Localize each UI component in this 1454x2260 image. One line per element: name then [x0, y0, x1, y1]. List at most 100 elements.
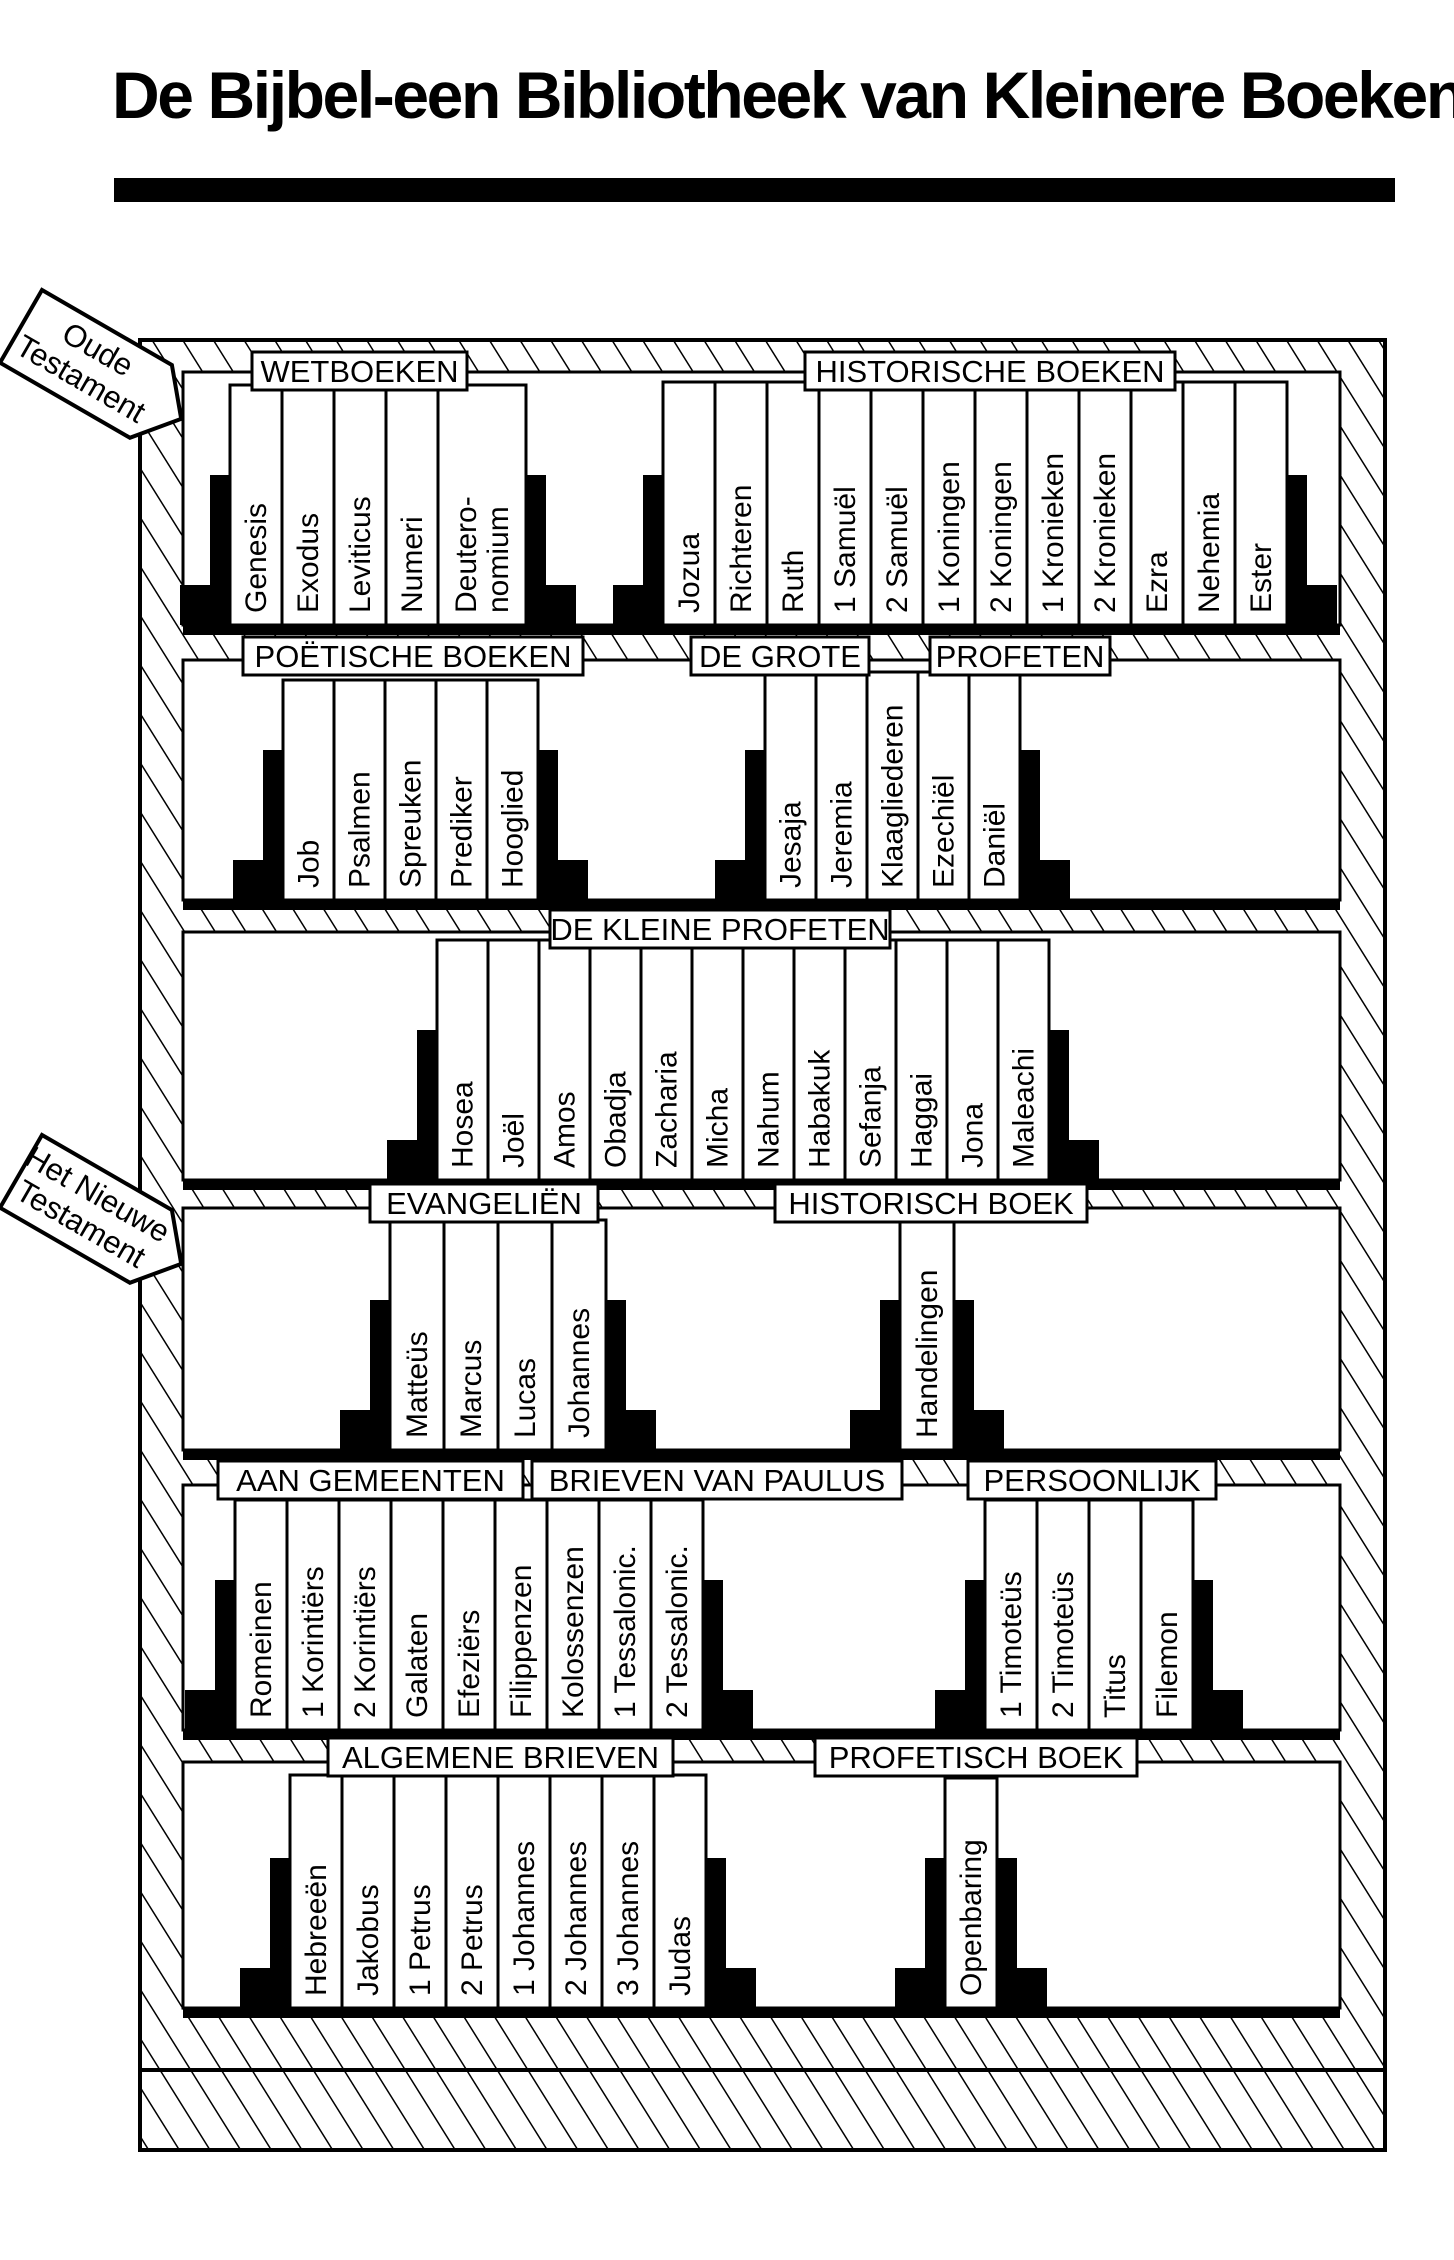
book-lucas: Lucas: [496, 1218, 554, 1452]
book-hebreeen: Hebreeën: [288, 1773, 344, 2010]
book-title: Haggai: [906, 1073, 939, 1168]
category-label: ALGEMENE BRIEVEN: [342, 1740, 659, 1775]
bookend: [706, 1858, 756, 2008]
category-label: POËTISCHE BOEKEN: [255, 639, 572, 674]
book-title: Jesaja: [775, 801, 808, 888]
book-title: 2 Koningen: [985, 461, 1018, 613]
category-de-kleine-profeten: DE KLEINE PROFETEN: [548, 908, 892, 950]
book-title: Prediker: [446, 776, 479, 888]
book-title: Jakobus: [352, 1884, 385, 1996]
book-1-kronieken: 1 Kronieken: [1025, 380, 1081, 627]
book-title: Ezra: [1141, 551, 1174, 613]
book-title: Nahum: [753, 1071, 786, 1168]
category-label: DE KLEINE PROFETEN: [550, 912, 889, 947]
book-amos: Amos: [537, 938, 592, 1182]
book-leviticus: Leviticus: [332, 383, 388, 627]
category-historisch-boek: HISTORISCH BOEK: [773, 1182, 1089, 1224]
book-matteus: Matteüs: [388, 1218, 446, 1452]
book-zacharia: Zacharia: [639, 938, 694, 1182]
page-title: De Bijbel-een Bibliotheek van Kleinere B…: [112, 58, 1454, 132]
book-jesaja: Jesaja: [763, 670, 818, 902]
book-2-johannes: 2 Johannes: [548, 1773, 604, 2010]
book-title: Romeinen: [245, 1581, 278, 1718]
book-title: Sefanja: [855, 1066, 888, 1168]
book-3-johannes: 3 Johannes: [600, 1773, 656, 2010]
category-de-grote: DE GROTE: [689, 635, 871, 677]
book-title: Galaten: [401, 1613, 434, 1718]
book-klaagliederen: Klaagliederen: [865, 670, 920, 902]
book-spreuken: Spreuken: [383, 678, 438, 902]
bookend: [895, 1858, 945, 2008]
book-nahum: Nahum: [741, 938, 796, 1182]
category-label: HISTORISCHE BOEKEN: [815, 354, 1164, 389]
book-1-samuel: 1 Samuël: [817, 380, 873, 627]
book-title: Ezechiël: [928, 775, 961, 888]
book-hosea: Hosea: [435, 938, 490, 1182]
bookend: [850, 1300, 900, 1450]
book-title: Efeziërs: [453, 1610, 486, 1718]
book-hooglied: Hooglied: [485, 678, 540, 902]
book-title: 1 Koningen: [933, 461, 966, 613]
book-psalmen: Psalmen: [332, 678, 387, 902]
category-label: EVANGELIËN: [386, 1186, 582, 1221]
book-1-timoteus: 1 Timoteüs: [983, 1498, 1039, 1732]
category-label: BRIEVEN VAN PAULUS: [549, 1463, 886, 1498]
book-title: Amos: [549, 1091, 582, 1168]
book-title: Kolossenzen: [557, 1546, 590, 1718]
category-label: DE GROTE: [699, 639, 861, 674]
book-ruth: Ruth: [765, 380, 821, 627]
book-title: 1 Samuël: [829, 486, 862, 613]
book-title: Job: [293, 840, 326, 888]
book-title: Joël: [498, 1113, 531, 1168]
bookend: [715, 750, 765, 900]
book-2-korintiers: 2 Korintiërs: [337, 1498, 393, 1732]
book-title: 1 Korintiërs: [297, 1566, 330, 1718]
book-1-johannes: 1 Johannes: [496, 1773, 552, 2010]
book-filippenzen: Filippenzen: [493, 1498, 549, 1732]
book-title: Zacharia: [651, 1051, 684, 1168]
book-title: 1 Kronieken: [1037, 453, 1070, 613]
bookend: [997, 1858, 1047, 2008]
bookend: [1193, 1580, 1243, 1730]
book-marcus: Marcus: [442, 1218, 500, 1452]
book-jozua: Jozua: [661, 380, 717, 627]
book-title: Deutero-: [450, 496, 483, 613]
book-title: 2 Johannes: [560, 1841, 593, 1996]
bookend: [240, 1858, 290, 2008]
bookend: [954, 1300, 1004, 1450]
category-persoonlijk: PERSOONLIJK: [966, 1459, 1218, 1501]
book-2-timoteus: 2 Timoteüs: [1035, 1498, 1091, 1732]
shelf-board-edge: [183, 1450, 1340, 1460]
book-maleachi: Maleachi: [996, 938, 1051, 1182]
book-openbaring: Openbaring: [943, 1776, 999, 2010]
category-brieven-van-paulus: BRIEVEN VAN PAULUS: [530, 1459, 904, 1501]
category-algemene-brieven: ALGEMENE BRIEVEN: [326, 1736, 675, 1778]
book-job: Job: [281, 678, 336, 902]
book-joel: Joël: [486, 938, 541, 1182]
book-handelingen: Handelingen: [898, 1218, 956, 1452]
book-title: 1 Timoteüs: [995, 1571, 1028, 1718]
book-johannes: Johannes: [550, 1218, 608, 1452]
book-title: Daniël: [979, 803, 1012, 888]
book-kolossenzen: Kolossenzen: [545, 1498, 601, 1732]
book-title: Exodus: [292, 513, 325, 613]
book-2-samuel: 2 Samuël: [869, 380, 925, 627]
book-title: Openbaring: [955, 1839, 988, 1996]
bookend: [185, 1580, 235, 1730]
book-title: Lucas: [509, 1358, 542, 1438]
category-label: HISTORISCH BOEK: [788, 1186, 1074, 1221]
bookend: [613, 475, 663, 625]
book-efeziers: Efeziërs: [441, 1498, 497, 1732]
book-title: Filemon: [1151, 1611, 1184, 1718]
book-title: Nehemia: [1193, 493, 1226, 613]
book-nehemia: Nehemia: [1181, 380, 1237, 627]
book-filemon: Filemon: [1139, 1498, 1195, 1732]
book-title: Hooglied: [497, 770, 530, 888]
category-label: WETBOEKEN: [260, 354, 458, 389]
book-2-kronieken: 2 Kronieken: [1077, 380, 1133, 627]
book-title: 2 Tessalonic.: [661, 1545, 694, 1718]
